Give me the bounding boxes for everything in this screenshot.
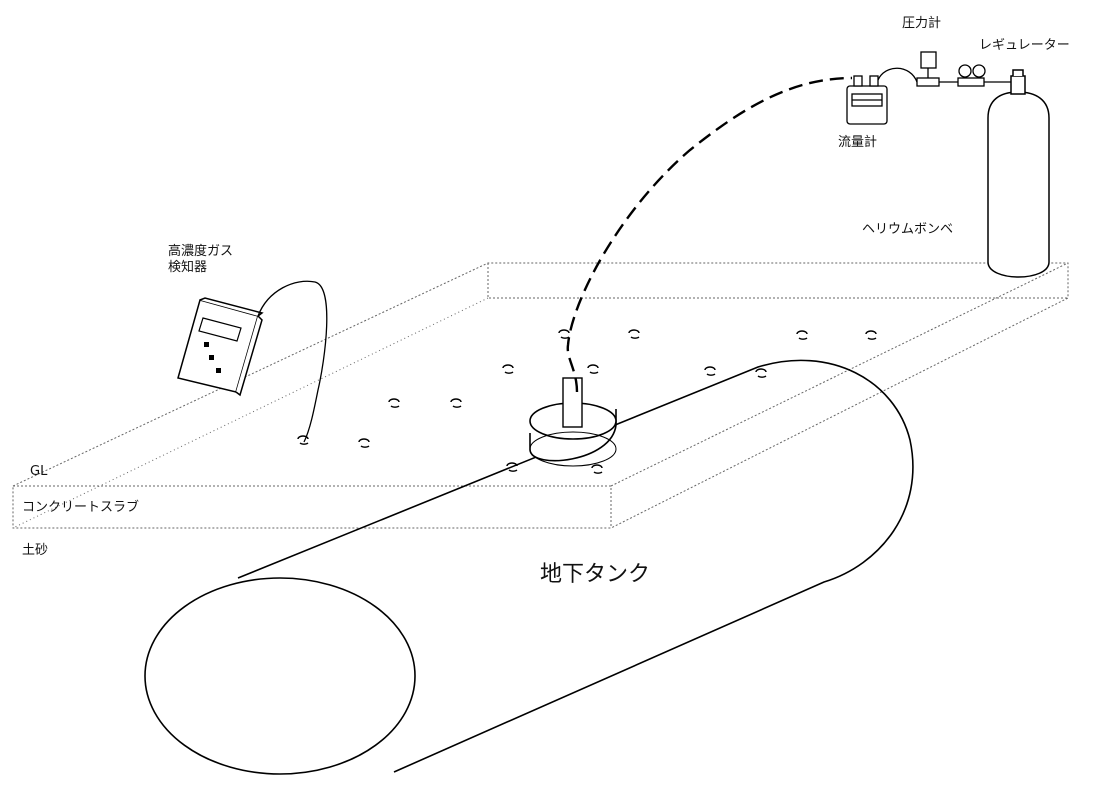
pressure-gauge	[916, 51, 958, 87]
flow-meter-label: 流量計	[838, 135, 878, 150]
gas-detector-label: 高濃度ガス 検知器	[168, 244, 233, 276]
regulator-label: レギュレーター	[979, 38, 1070, 53]
concrete-slab	[12, 262, 1069, 529]
tank-manhole	[529, 377, 617, 467]
helium-cylinder	[987, 69, 1050, 278]
pressure-gauge-label: 圧力計	[902, 16, 942, 31]
sampling-holes	[297, 329, 877, 474]
gas-detector-label-line2: 検知器	[168, 260, 208, 275]
soil-label: 土砂	[22, 543, 49, 558]
underground-tank-label: 地下タンク	[540, 562, 651, 587]
gas-detector-label-line1: 高濃度ガス	[168, 244, 234, 259]
regulator	[957, 64, 1011, 87]
underground-tank	[144, 359, 914, 775]
flow-meter	[846, 67, 918, 125]
ground-level-label: GL	[30, 464, 48, 479]
gas-detector	[177, 280, 328, 443]
concrete-slab-label: コンクリートスラブ	[22, 500, 140, 515]
helium-hose	[566, 76, 853, 393]
helium-cylinder-label: ヘリウムボンベ	[862, 222, 954, 237]
